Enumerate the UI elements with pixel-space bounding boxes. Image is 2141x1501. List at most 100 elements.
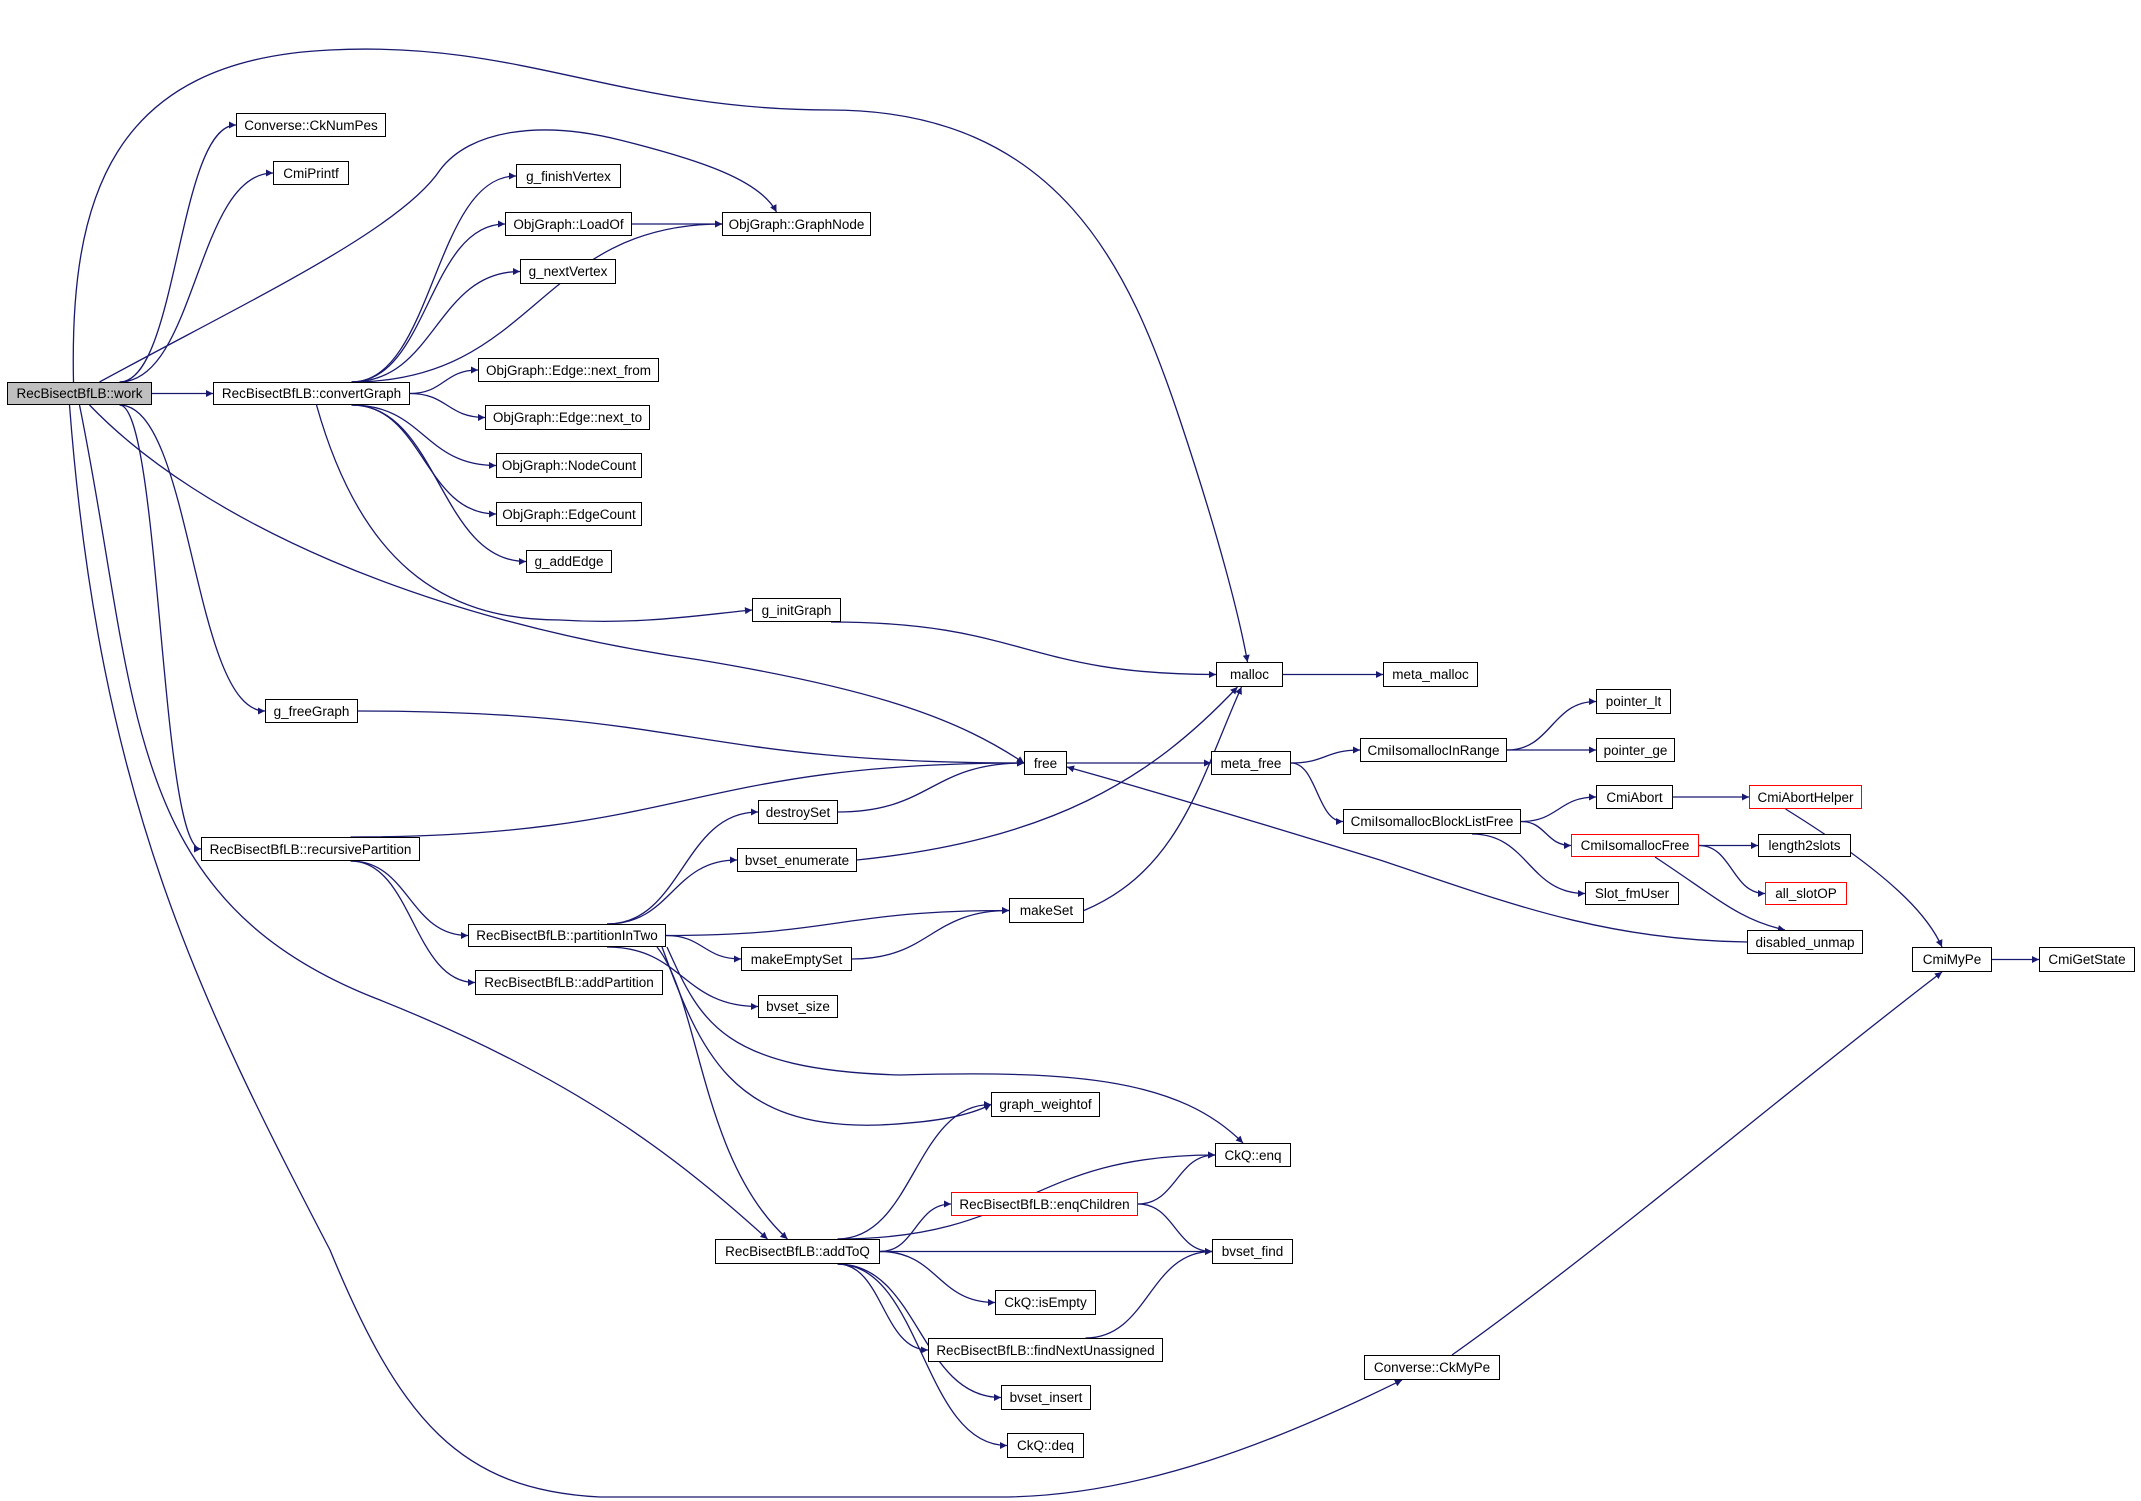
node-g-freegraph[interactable]: g_freeGraph: [265, 699, 358, 723]
node-label: CmiMyPe: [1922, 952, 1982, 967]
node-bvset-find[interactable]: bvset_find: [1212, 1239, 1293, 1264]
edge-metaFree-to-inRange: [1290, 746, 1361, 764]
edge-partitionInTwo-to-bvsetEnumerate: [606, 856, 738, 925]
node-recbisectbflb-partitionintwo[interactable]: RecBisectBfLB::partitionInTwo: [468, 924, 666, 947]
node-label: g_finishVertex: [526, 168, 611, 184]
node-label: CmiIsomallocInRange: [1367, 742, 1500, 758]
node-label: graph_weightof: [999, 1097, 1092, 1112]
node-ckq-deq[interactable]: CkQ::deq: [1007, 1433, 1084, 1458]
node-cmiisomallocinrange[interactable]: CmiIsomallocInRange: [1360, 738, 1507, 762]
node-makeemptyset[interactable]: makeEmptySet: [741, 947, 852, 971]
edge-partitionInTwo-to-ckqEnq: [666, 946, 1244, 1144]
node-recbisectbflb-findnextunassigned[interactable]: RecBisectBfLB::findNextUnassigned: [928, 1338, 1163, 1362]
edge-partitionInTwo-to-makeSet: [665, 907, 1010, 937]
node-ckq-isempty[interactable]: CkQ::isEmpty: [995, 1290, 1096, 1315]
node-pointer-ge[interactable]: pointer_ge: [1596, 738, 1675, 762]
node-length2slots[interactable]: length2slots: [1758, 834, 1851, 857]
edge-destroySet-to-free: [837, 759, 1025, 813]
node-free[interactable]: free: [1024, 751, 1067, 775]
node-cmiaborthelper[interactable]: CmiAbortHelper: [1749, 785, 1862, 809]
node-label: bvset_find: [1221, 1244, 1284, 1259]
node-ckq-enq[interactable]: CkQ::enq: [1215, 1143, 1291, 1167]
node-cmimype[interactable]: CmiMyPe: [1912, 947, 1992, 972]
node-cmiabort[interactable]: CmiAbort: [1596, 785, 1673, 809]
node-label: makeSet: [1019, 903, 1074, 918]
node-bvset-size[interactable]: bvset_size: [758, 995, 838, 1018]
node-converse-ckmype[interactable]: Converse::CkMyPe: [1364, 1355, 1500, 1380]
node-disabled-unmap[interactable]: disabled_unmap: [1747, 930, 1863, 954]
node-pointer-lt[interactable]: pointer_lt: [1596, 689, 1671, 714]
node-bvset-enumerate[interactable]: bvset_enumerate: [737, 848, 857, 872]
node-objgraph-edge-next-from[interactable]: ObjGraph::Edge::next_from: [478, 358, 659, 382]
node-label: disabled_unmap: [1755, 934, 1855, 950]
node-recbisectbflb-recursivepartition[interactable]: RecBisectBfLB::recursivePartition: [201, 837, 420, 861]
node-label: bvset_size: [766, 999, 830, 1014]
edge-findNextUnassigned-to-bvsetFind: [1085, 1248, 1213, 1339]
edge-partitionInTwo-to-graphWeightof: [661, 946, 992, 1126]
node-makeset[interactable]: makeSet: [1009, 898, 1084, 923]
node-label: all_slotOP: [1775, 886, 1837, 901]
node-bvset-insert[interactable]: bvset_insert: [1001, 1385, 1091, 1410]
node-graph-weightof[interactable]: graph_weightof: [991, 1092, 1100, 1117]
node-label: RecBisectBfLB::enqChildren: [959, 1196, 1130, 1212]
node-converse-cknumpes[interactable]: Converse::CkNumPes: [236, 113, 386, 137]
node-objgraph-graphnode[interactable]: ObjGraph::GraphNode: [722, 212, 871, 236]
node-g-addedge[interactable]: g_addEdge: [526, 550, 612, 573]
node-label: ObjGraph::GraphNode: [728, 216, 865, 232]
node-cmiisomallocblocklistfree[interactable]: CmiIsomallocBlockListFree: [1343, 809, 1521, 834]
edge-blockListFree-to-cmiAbort: [1520, 793, 1597, 823]
edge-work-to-graphNode: [99, 129, 778, 383]
node-label: CmiAbort: [1606, 789, 1663, 805]
node-label: Converse::CkMyPe: [1373, 1360, 1491, 1375]
node-destroyset[interactable]: destroySet: [758, 800, 838, 824]
node-g-nextvertex[interactable]: g_nextVertex: [520, 259, 616, 284]
edge-recursivePartition-to-partitionInTwo: [350, 860, 469, 939]
node-label: free: [1033, 755, 1058, 771]
node-g-initgraph[interactable]: g_initGraph: [752, 598, 841, 622]
edge-enqChildren-to-ckqEnq: [1137, 1151, 1216, 1205]
node-cmiisomallocfree[interactable]: CmiIsomallocFree: [1571, 834, 1699, 857]
node-all-slotop[interactable]: all_slotOP: [1765, 882, 1847, 905]
edge-gFreeGraph-to-free: [357, 710, 1025, 767]
node-cmigetstate[interactable]: CmiGetState: [2039, 947, 2135, 972]
node-malloc[interactable]: malloc: [1216, 662, 1283, 687]
node-cmiprintf[interactable]: CmiPrintf: [273, 161, 349, 185]
node-recbisectbflb-enqchildren[interactable]: RecBisectBfLB::enqChildren: [951, 1192, 1138, 1216]
node-meta-malloc[interactable]: meta_malloc: [1383, 662, 1478, 687]
node-label: CmiAbortHelper: [1757, 789, 1854, 805]
node-slot-fmuser[interactable]: Slot_fmUser: [1585, 882, 1679, 905]
node-label: CkQ::isEmpty: [1004, 1295, 1087, 1310]
edge-makeEmptySet-to-makeSet: [851, 907, 1010, 960]
edge-work-to-recursivePartition: [119, 404, 202, 853]
node-label: RecBisectBfLB::addToQ: [725, 1244, 870, 1259]
edge-partitionInTwo-to-destroySet: [606, 808, 759, 925]
edge-recursivePartition-to-addPartition: [350, 860, 476, 986]
edge-cmiAbortHelper-to-cmiMyPe: [1785, 808, 1943, 948]
edge-gInitGraph-to-malloc: [830, 621, 1217, 678]
edge-convertGraph-to-nodeCount: [351, 404, 497, 469]
node-label: ObjGraph::Edge::next_from: [485, 362, 652, 378]
node-label: g_addEdge: [534, 554, 604, 569]
node-label: ObjGraph::Edge::next_to: [492, 410, 643, 425]
edge-partitionInTwo-to-makeEmptySet: [665, 934, 742, 963]
node-label: CkQ::deq: [1016, 1438, 1075, 1453]
edge-metaFree-to-blockListFree: [1290, 762, 1344, 825]
node-meta-free[interactable]: meta_free: [1211, 751, 1291, 775]
node-recbisectbflb-addtoq[interactable]: RecBisectBfLB::addToQ: [715, 1239, 880, 1264]
edge-work-to-cmiPrintf: [119, 169, 274, 383]
node-objgraph-loadof[interactable]: ObjGraph::LoadOf: [505, 212, 632, 236]
node-recbisectbflb-convertgraph[interactable]: RecBisectBfLB::convertGraph: [213, 382, 410, 405]
node-objgraph-nodecount[interactable]: ObjGraph::NodeCount: [496, 453, 642, 478]
edge-work-to-ckNumPes: [119, 121, 237, 383]
node-label: RecBisectBfLB::work: [16, 386, 143, 401]
edge-isomallocFree-to-allSlotOP: [1698, 844, 1766, 897]
edge-addToQ-to-enqChildren: [879, 1200, 952, 1253]
node-objgraph-edgecount[interactable]: ObjGraph::EdgeCount: [496, 502, 642, 526]
node-label: CkQ::enq: [1224, 1147, 1282, 1163]
node-g-finishvertex[interactable]: g_finishVertex: [516, 164, 621, 188]
node-objgraph-edge-next-to[interactable]: ObjGraph::Edge::next_to: [485, 405, 650, 430]
node-label: CmiIsomallocBlockListFree: [1350, 814, 1514, 829]
node-label: meta_malloc: [1392, 667, 1469, 682]
node-recbisectbflb-addpartition[interactable]: RecBisectBfLB::addPartition: [475, 970, 663, 995]
